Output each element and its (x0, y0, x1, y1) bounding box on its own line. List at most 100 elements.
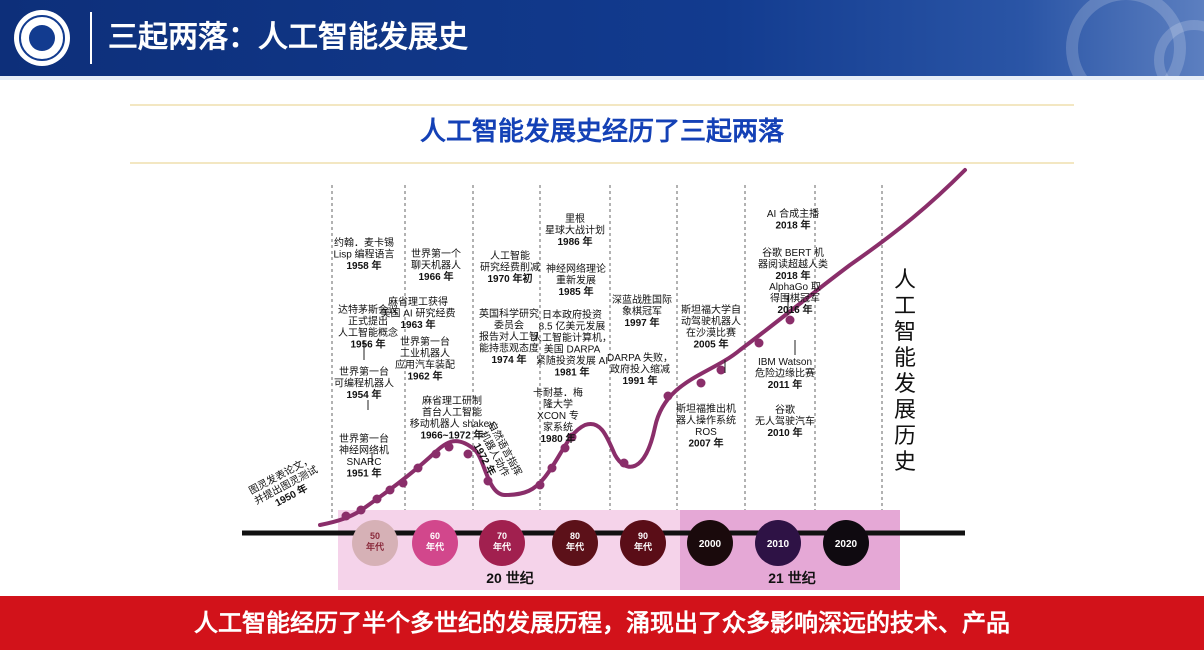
event-line: 里根 (565, 212, 585, 225)
event-line: ROS (695, 427, 717, 438)
era-label: 90 (638, 531, 648, 541)
event-line: 谷歌 BERT 机 (762, 246, 824, 259)
event-line: 约翰．麦卡锡 (334, 236, 394, 249)
event-line: 动驾驶机器人 (681, 315, 741, 328)
vertical-title-char: 人 (894, 267, 916, 292)
event-line: 麻省理工获得 (388, 295, 448, 308)
event-line: 1951 年 (346, 467, 381, 480)
era-label: 年代 (566, 541, 584, 552)
event-line: 世界第一个 (411, 247, 461, 260)
event-line: 可编程机器人 (334, 377, 394, 390)
event-line: 1981 年 (554, 366, 589, 379)
event-line: 能持悲观态度 (479, 342, 539, 355)
event-line: 研究经费削减 (480, 261, 540, 274)
era-label: 年代 (426, 541, 444, 552)
century-label-21: 21 世纪 (768, 570, 815, 586)
event-dot (560, 443, 570, 453)
event-line: 美国 AI 研究经费 (380, 307, 455, 320)
era-dividers (331, 185, 883, 525)
header-divider (90, 12, 92, 64)
event-line: 斯坦福大学自 (681, 303, 741, 316)
event-line: 斯坦福推出机 (676, 402, 736, 415)
event-line: 1991 年 (622, 374, 657, 387)
vertical-title-char: 历 (894, 423, 916, 448)
era-circle-shape (552, 520, 598, 566)
event-line: 日本政府投资 (542, 308, 602, 321)
era-label: 年代 (493, 541, 511, 552)
event-line: 象棋冠军 (622, 305, 662, 318)
event-line: IBM Watson (758, 357, 812, 368)
event-dot (483, 476, 493, 486)
event-line: AI 合成主播 (767, 207, 819, 220)
era-circle-shape (823, 520, 869, 566)
era-label: 年代 (634, 541, 652, 552)
event-line: 1956 年 (350, 338, 385, 351)
event-line: 卡耐基．梅 (533, 386, 583, 399)
event-dot (619, 458, 629, 468)
event-dot (547, 463, 557, 473)
event-line: DARPA 失败， (607, 351, 673, 364)
event-line: 英国科学研究 (479, 307, 539, 320)
event-line: 世界第一台 (400, 335, 450, 348)
event-line: 2018 年 (775, 269, 810, 282)
era-label: 年代 (366, 541, 384, 552)
event-line: 无人驾驶汽车 (755, 415, 815, 428)
event-dot (785, 315, 795, 325)
page-title: 三起两落：人工智能发展史 (108, 20, 468, 55)
era-label: 2010 (767, 539, 790, 550)
era-label: 60 (430, 531, 440, 541)
era-circle: 2010 (755, 520, 801, 566)
era-label: 70 (497, 531, 507, 541)
event-line: 应用汽车装配 (395, 358, 455, 371)
event-line: 政府投入缩减 (610, 363, 670, 376)
university-logo (14, 10, 70, 66)
event-line: SNARC (346, 457, 381, 468)
event-line: 1970 年初 (487, 272, 532, 285)
event-dot (385, 485, 395, 495)
event-dot (716, 365, 726, 375)
event-dot (463, 449, 473, 459)
event-line: 神经网络机 (339, 444, 389, 457)
event-line: 世界第一台 (339, 365, 389, 378)
event-dot (356, 505, 366, 515)
event-line: 人工智能概念 (338, 326, 398, 339)
event-line: 1980 年 (540, 432, 575, 445)
event-dot (413, 463, 423, 473)
vertical-title-char: 发 (894, 371, 916, 396)
event-line: 1963 年 (400, 318, 435, 331)
event-line: 星球大战计划 (545, 224, 605, 237)
event-line: 家系统 (543, 421, 573, 434)
event-line: 1974 年 (491, 353, 526, 366)
event-line: 隆大学 (543, 398, 573, 411)
event-line: 在沙漠比赛 (686, 326, 736, 339)
event-line: 紧随投资发展 AI (536, 354, 608, 367)
event-line: 重新发展 (556, 274, 596, 287)
callout-connectors (363, 295, 796, 465)
event-dot (535, 480, 545, 490)
event-line: 器人操作系统 (676, 414, 736, 427)
century-label-20: 20 世纪 (486, 570, 533, 586)
era-label: 80 (570, 531, 580, 541)
footer-caption: 人工智能经历了半个多世纪的发展历程，涌现出了众多影响深远的技术、产品 (194, 609, 1010, 637)
